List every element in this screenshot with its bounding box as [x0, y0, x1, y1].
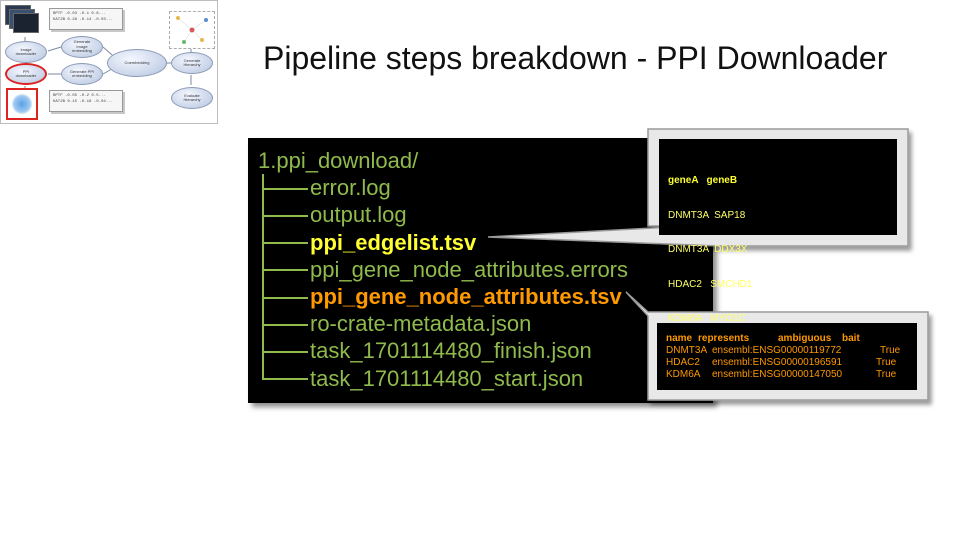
attributes-cell: True — [876, 357, 897, 368]
pipeline-thumbnail: BPTF -0.03 -0.1 0.8... KAT2B 0.28 -0.14 … — [0, 0, 218, 124]
attributes-header-bait: bait — [842, 333, 860, 344]
tree-item-label-highlighted: ppi_edgelist.tsv — [310, 229, 477, 255]
attributes-header-ambiguous: ambiguous — [778, 333, 832, 344]
attributes-cell: True — [876, 369, 897, 380]
hierarchy-graph-icon — [169, 11, 215, 49]
tree-branch-line — [258, 174, 310, 202]
tree-item: task_1701114480_finish.json — [258, 337, 628, 365]
thumb-node-generate-image-embedding: Generate Image embedding — [61, 36, 103, 58]
tree-item-label: error.log — [310, 175, 391, 201]
tree-branch-line — [258, 337, 310, 365]
tree-branch-line — [258, 310, 310, 338]
tree-item: ro-crate-metadata.json — [258, 310, 628, 338]
tree-item: ppi_gene_node_attributes.tsv — [258, 282, 628, 311]
attributes-cell: True — [880, 345, 901, 356]
tree-branch-line — [258, 364, 310, 392]
attributes-cell: ensembl:ENSG00000196591 — [712, 357, 843, 368]
slide-title: Pipeline steps breakdown - PPI Downloade… — [263, 40, 888, 76]
edgelist-row: KDM6A MYO1C — [668, 313, 746, 324]
thumb-node-image-downloader: Image downloader — [5, 41, 47, 63]
edgelist-callout-screen — [659, 139, 897, 235]
attributes-cell: HDAC2 — [666, 357, 700, 368]
thumb-node-generate-ppi-embedding: Generate PPI embedding — [61, 63, 103, 85]
tree-item: ppi_edgelist.tsv — [258, 228, 628, 256]
tree-item-label: task_1701114480_finish.json — [310, 338, 592, 364]
attributes-cell: KDM6A — [666, 369, 701, 380]
tree-item-label: ppi_gene_node_attributes.errors — [310, 256, 629, 282]
tree-item-label-highlighted: ppi_gene_node_attributes.tsv — [310, 283, 622, 309]
tree-item-label: ro-crate-metadata.json — [310, 311, 532, 337]
tree-root: 1.ppi_download/ — [258, 147, 628, 174]
tree-item: task_1701114480_start.json — [258, 364, 628, 392]
attributes-callout-screen — [657, 323, 917, 390]
thumb-note-top: BPTF -0.03 -0.1 0.8... KAT2B 0.28 -0.14 … — [49, 8, 123, 30]
directory-tree: 1.ppi_download/ error.log output.log ppi… — [258, 147, 628, 392]
tree-branch-line — [258, 201, 310, 229]
edgelist-row: DNMT3A DDX3X — [668, 244, 748, 255]
thumb-node-evaluate-hierarchy: Evaluate Hierarchy — [171, 87, 213, 109]
thumb-node-generate-hierarchy: Generate Hierarchy — [171, 52, 213, 74]
thumb-note-bottom: BPTF -0.05 -0.2 0.5... KAT2B 0.15 -0.18 … — [49, 90, 123, 112]
tree-root-label: 1.ppi_download/ — [258, 148, 419, 173]
tree-branch-line — [258, 255, 310, 284]
tree-branch-line — [258, 282, 310, 311]
thumb-node-coembedding: Coembedding — [107, 49, 167, 77]
attributes-cell: ensembl:ENSG00000119772 — [712, 345, 842, 356]
tree-item: ppi_gene_node_attributes.errors — [258, 255, 629, 284]
edgelist-row: HDAC2 SMCHD1 — [668, 278, 753, 290]
attributes-header-name: name — [666, 333, 693, 344]
terminal-panel — [248, 138, 713, 403]
image-stack-icon — [13, 13, 39, 33]
thumb-node-ppi-downloader: PPI downloader — [5, 63, 47, 85]
ppi-network-image-icon — [6, 88, 38, 120]
tree-item-label: output.log — [310, 202, 407, 228]
edgelist-header: geneA geneB — [668, 175, 738, 186]
attributes-preview: name represents ambiguous bait DNMT3A en… — [666, 333, 912, 385]
tree-item-label: task_1701114480_start.json — [310, 365, 584, 391]
attributes-cell: ensembl:ENSG00000147050 — [712, 369, 843, 380]
attributes-header-represents: represents — [698, 333, 750, 344]
tree-item: output.log — [258, 201, 628, 229]
edgelist-preview: geneA geneB DNMT3A SAP18 DNMT3A DDX3X HD… — [668, 152, 752, 336]
attributes-cell: DNMT3A — [666, 345, 708, 356]
tree-branch-line — [258, 228, 310, 256]
edgelist-row: DNMT3A SAP18 — [668, 209, 746, 221]
tree-item: error.log — [258, 174, 628, 202]
